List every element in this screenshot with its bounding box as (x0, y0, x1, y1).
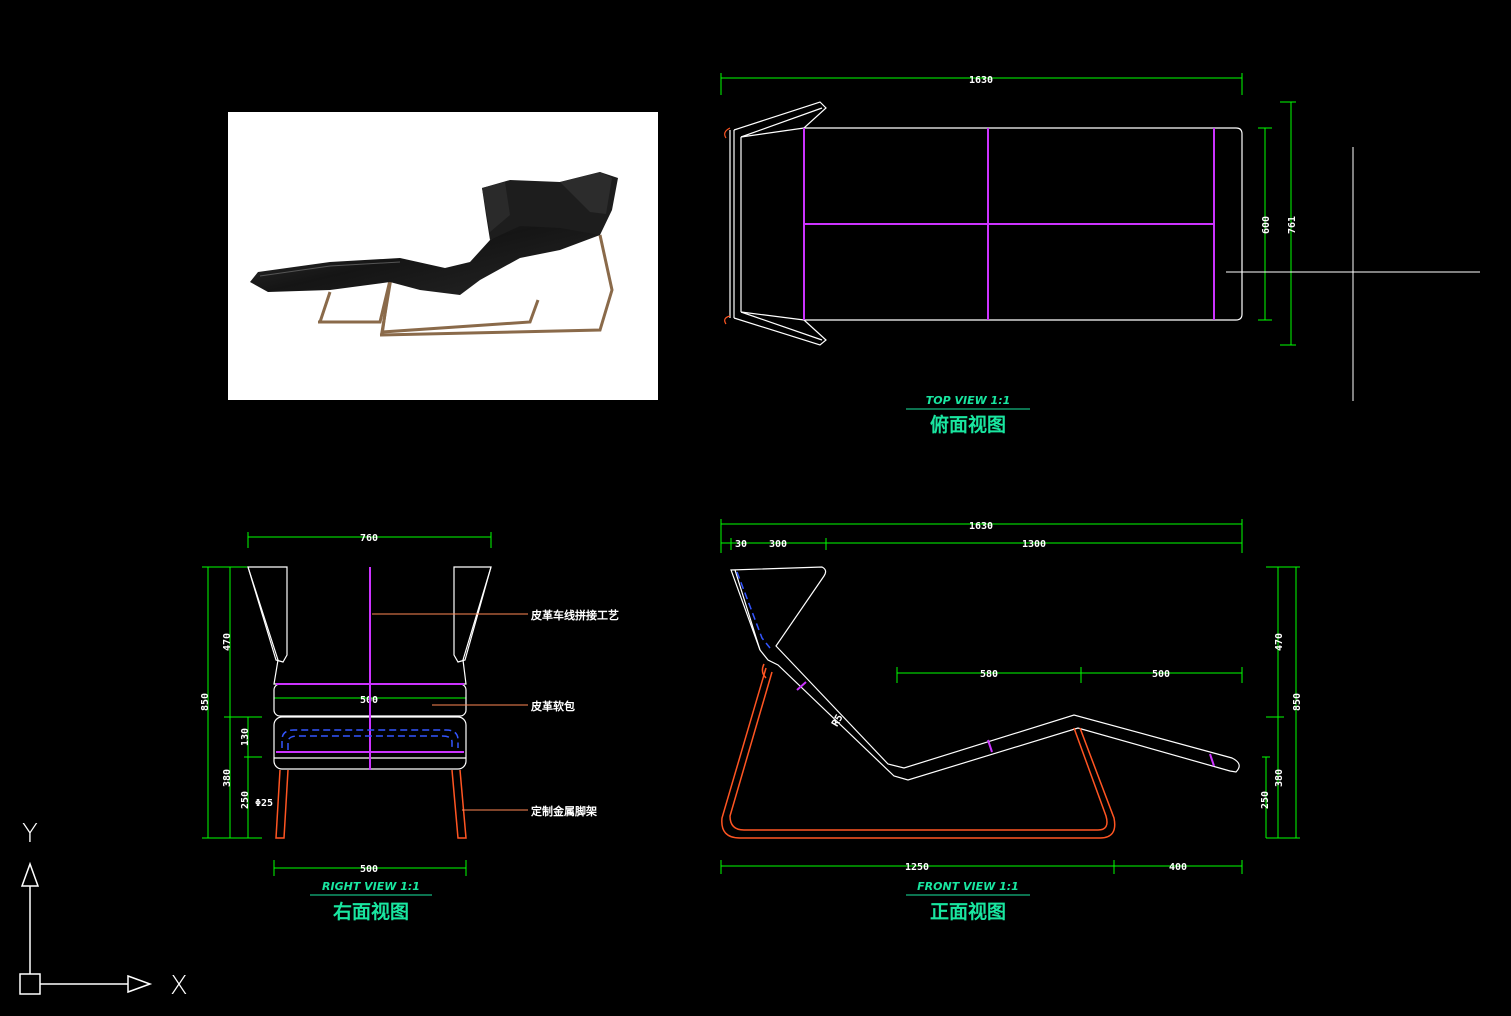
front-dim-bottom-b: 400 (1169, 862, 1187, 873)
front-dim-mid-a: 580 (980, 669, 998, 680)
right-view-title-en: RIGHT VIEW 1:1 (322, 880, 420, 893)
front-dim-c: 1300 (1022, 539, 1046, 550)
right-dim-upper-h: 470 (222, 633, 233, 651)
right-view: 760 500 500 850 470 130 380 250 Φ25 (200, 532, 619, 923)
front-view-title-cn: 正面视图 (930, 900, 1006, 923)
right-dim-leg-h: 250 (240, 791, 251, 809)
front-dim-mid-b: 500 (1152, 669, 1170, 680)
right-dim-top: 760 (360, 533, 378, 544)
top-view: 1630 600 761 TOP (720, 73, 1480, 436)
top-dim-width-inner: 600 (1261, 216, 1272, 234)
ucs-y-label: Y (22, 819, 38, 849)
front-dim-lower-h: 380 (1274, 769, 1285, 787)
front-view-title-en: FRONT VIEW 1:1 (917, 880, 1019, 893)
right-dim-cushion: 130 (240, 728, 251, 746)
right-view-title-cn: 右面视图 (332, 900, 409, 923)
front-dim-total: 1630 (969, 521, 993, 532)
right-dim-tube: Φ25 (255, 798, 273, 809)
top-dim-length: 1630 (969, 75, 993, 86)
top-view-title-cn: 俯面视图 (930, 413, 1006, 436)
ucs-icon (19, 861, 153, 995)
front-dim-leg-h: 250 (1260, 791, 1271, 809)
right-dim-total-h: 850 (200, 693, 211, 711)
right-note-2: 皮革软包 (530, 699, 575, 713)
right-note-3: 定制金属脚架 (531, 804, 597, 818)
front-dim-upper-h: 470 (1274, 633, 1285, 651)
right-dim-lower-h: 380 (222, 769, 233, 787)
right-note-1: 皮革车线拼接工艺 (530, 608, 619, 622)
ucs-x-label: X (170, 971, 188, 1001)
product-photo (228, 112, 658, 400)
front-dim-bottom-a: 1250 (905, 862, 929, 873)
front-dim-radius: R5 (830, 713, 846, 729)
right-dim-bottom: 500 (360, 864, 378, 875)
front-dim-b: 300 (769, 539, 787, 550)
front-dim-a: 30 (735, 539, 747, 550)
front-view: 1630 30 300 1300 580 500 1250 400 470 85… (720, 519, 1303, 923)
front-dim-total-h: 850 (1292, 693, 1303, 711)
top-dim-width-outer: 761 (1287, 216, 1298, 234)
top-view-title-en: TOP VIEW 1:1 (926, 394, 1011, 407)
